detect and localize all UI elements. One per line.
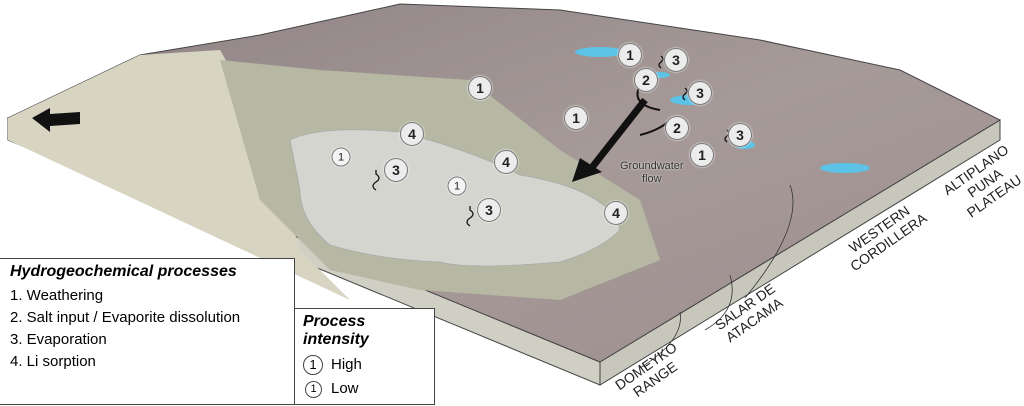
high-intensity-symbol: 1 [303,355,323,375]
groundwater-label-line: Groundwater [620,160,684,172]
process-marker: 4 [400,122,424,146]
process-marker: 1 [618,43,642,67]
process-marker: 3 [477,198,501,222]
process-marker: 1 [468,76,492,100]
legend-item: 1. Weathering [10,287,104,304]
low-label: Low [331,380,359,397]
process-marker: 1 [564,106,588,130]
process-marker: 1 [690,143,714,167]
legend-processes-title: Hydrogeochemical processes [10,263,237,280]
legend-intensity: Process intensity 1 High 1 Low [295,308,435,405]
groundwater-label: Groundwater flow [620,160,684,186]
process-marker: 1 [331,147,351,167]
process-marker: 3 [688,81,712,105]
process-marker: 3 [664,48,688,72]
process-marker: 3 [384,158,408,182]
process-marker: 2 [665,116,689,140]
direction-arrow [32,108,80,132]
high-label: High [331,356,362,373]
legend-low: 1 Low [303,377,426,401]
legend-processes: Hydrogeochemical processes 1. Weathering… [0,258,295,405]
fault-lines [639,184,794,369]
process-marker: 3 [728,123,752,147]
process-marker: 2 [634,68,658,92]
low-intensity-symbol: 1 [305,380,322,398]
legend-item: 2. Salt input / Evaporite dissolution [10,309,241,326]
legend-item: 4. Li sorption [10,353,96,370]
legend-item: 3. Evaporation [10,331,107,348]
groundwater-label-line: flow [642,173,662,185]
legend-high: 1 High [303,353,426,377]
process-marker: 1 [447,176,467,196]
process-marker: 4 [604,201,628,225]
legend-intensity-title: Process intensity [303,313,369,348]
process-marker: 4 [494,150,518,174]
coastal-plain [8,50,350,300]
